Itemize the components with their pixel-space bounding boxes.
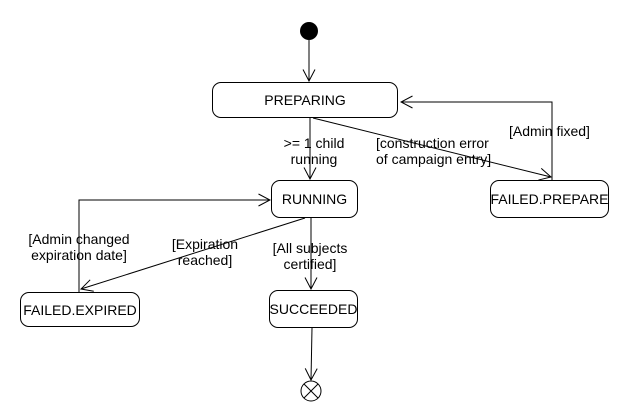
state-failed-prepare: FAILED.PREPARE	[490, 180, 609, 218]
initial-state-icon	[300, 22, 318, 40]
transition-label-preparing-to-running: >= 1 child running	[283, 135, 345, 167]
state-label: FAILED.PREPARE	[490, 191, 609, 207]
state-label: FAILED.EXPIRED	[23, 301, 137, 318]
state-running: RUNNING	[271, 180, 358, 218]
transition-label-running-to-succeeded: [All subjects certified]	[272, 240, 348, 272]
state-failed-expired: FAILED.EXPIRED	[20, 292, 140, 327]
state-label: SUCCEEDED	[269, 301, 358, 317]
transition-succeeded-to-final	[311, 327, 312, 380]
final-state-icon	[300, 380, 322, 402]
transition-label-running-to-failed-expired: [Expiration reached]	[171, 236, 239, 268]
transition-label-preparing-to-failed-prepare: [construction error of campaign entry]	[376, 135, 492, 167]
transition-label-failed-expired-to-running: [Admin changed expiration date]	[28, 231, 130, 263]
state-label: RUNNING	[281, 191, 348, 207]
state-preparing: PREPARING	[212, 82, 398, 118]
state-succeeded: SUCCEEDED	[269, 290, 358, 328]
state-label: PREPARING	[264, 92, 346, 108]
transition-label-failed-prepare-to-preparing: [Admin fixed]	[509, 123, 590, 139]
